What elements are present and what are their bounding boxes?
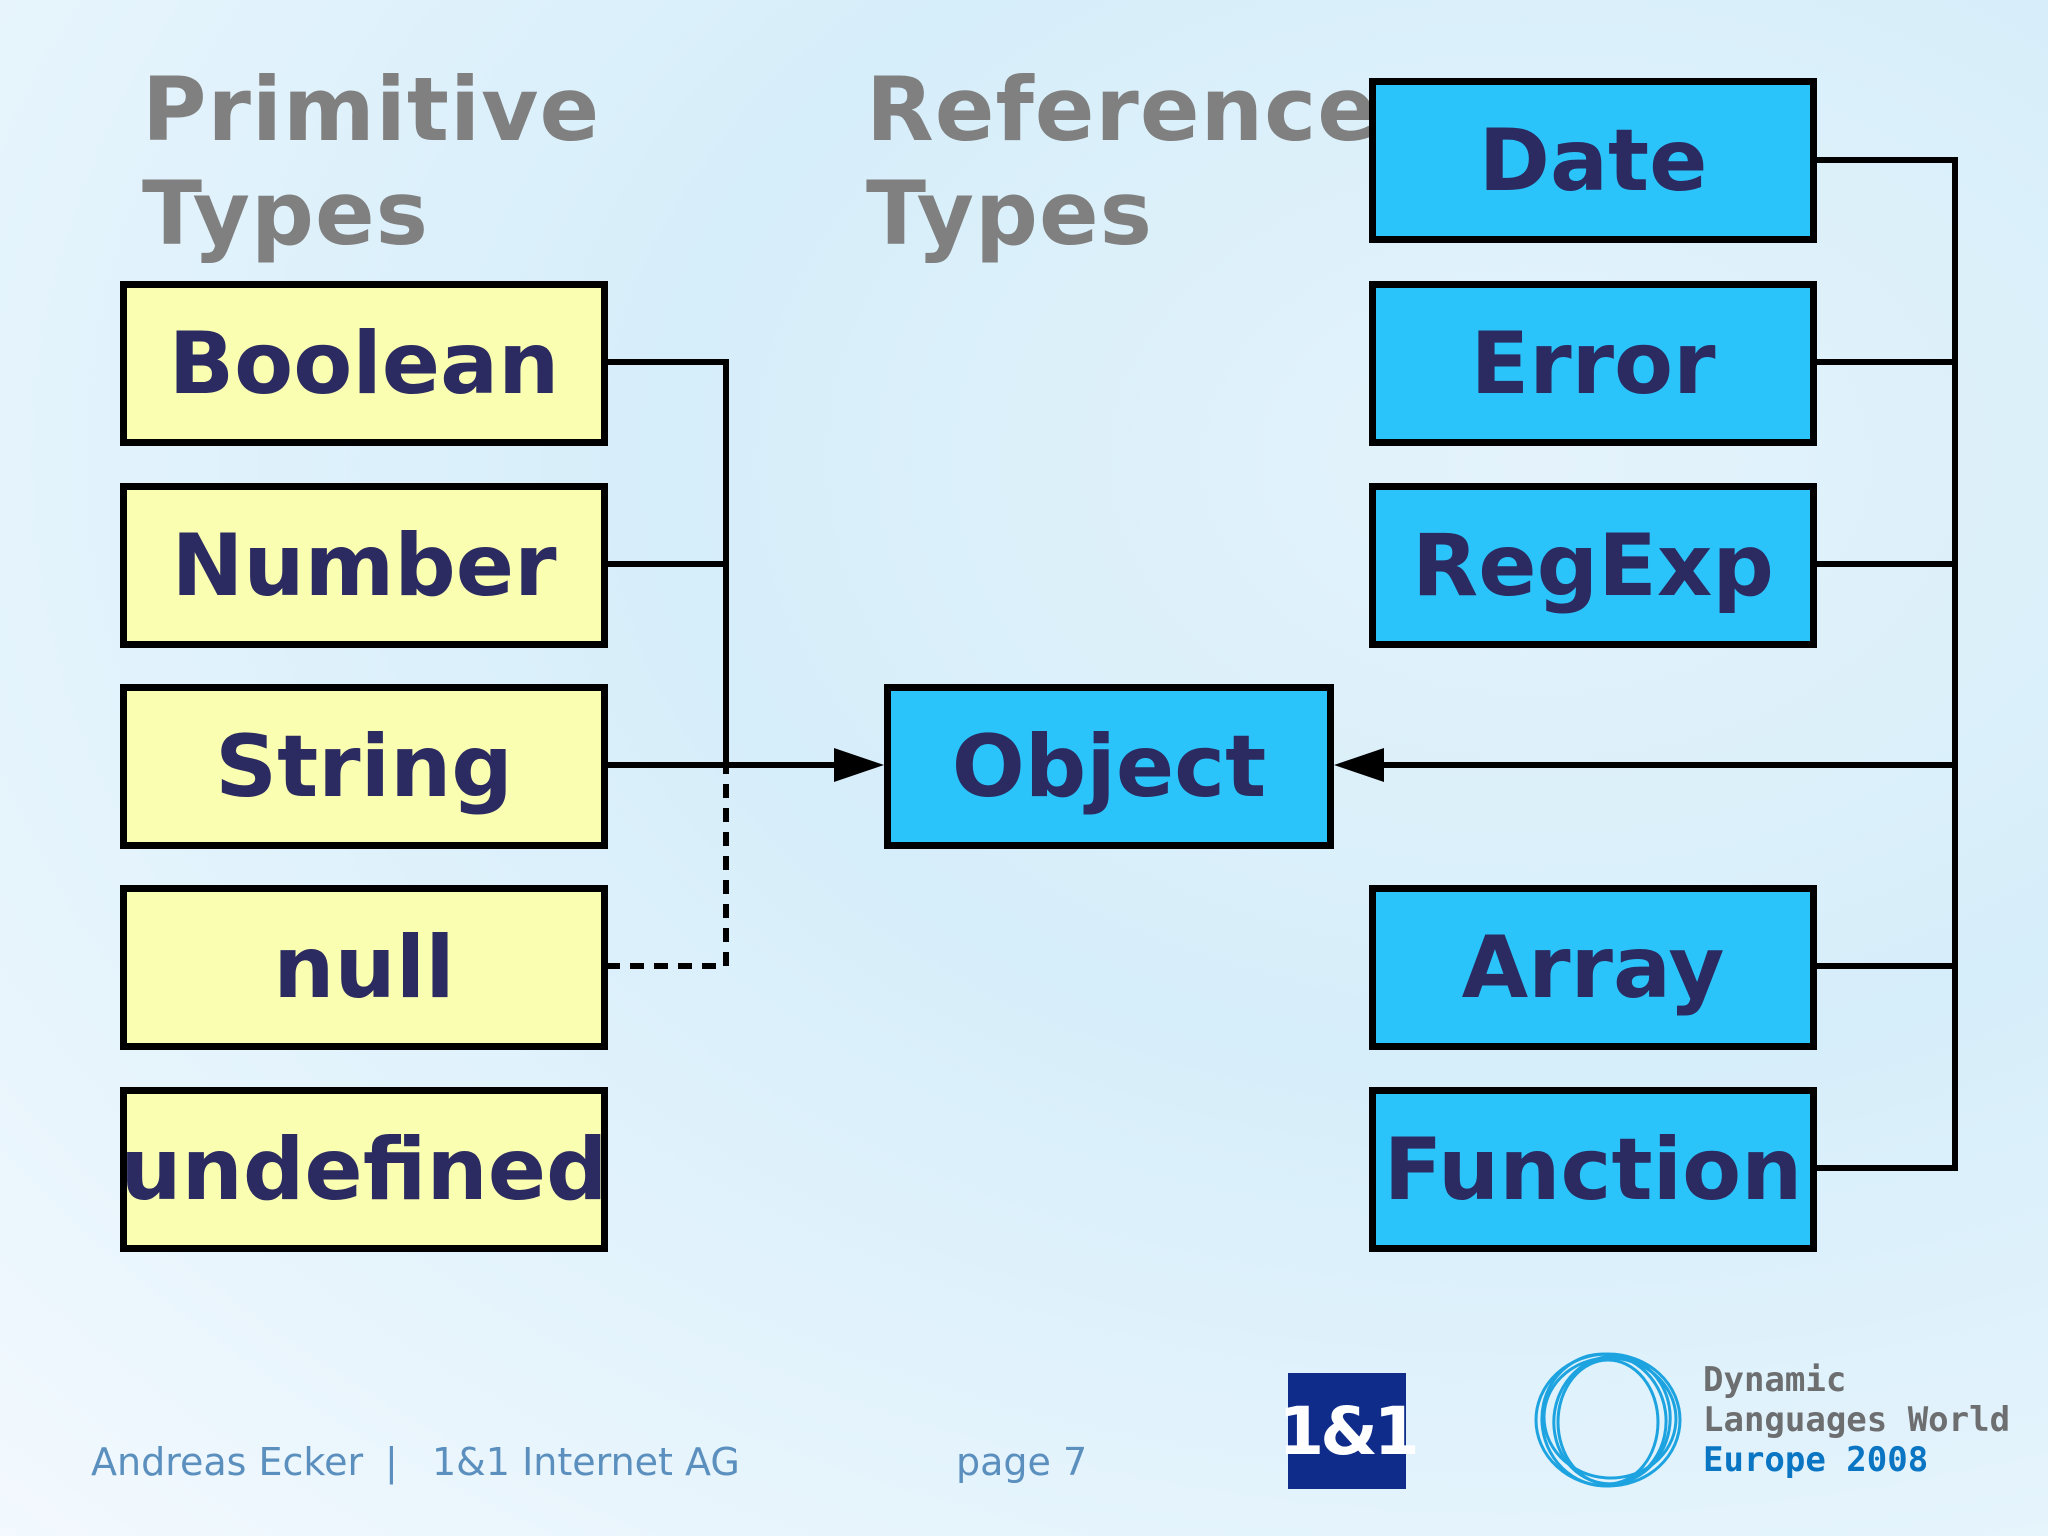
footer-author: Andreas Ecker	[91, 1440, 364, 1484]
reference-types-title: Reference Types	[866, 58, 1378, 266]
footer-company: 1&1 Internet AG	[432, 1440, 740, 1484]
event-logo-text: Dynamic Languages World Europe 2008	[1703, 1360, 2010, 1480]
primitive-types-title: Primitive Types	[142, 58, 600, 266]
footer-page: page 7	[956, 1440, 1088, 1484]
title-line: Primitive	[142, 58, 601, 161]
box-error: Error	[1369, 281, 1817, 446]
box-undefined: undefined	[120, 1087, 608, 1252]
box-null: null	[120, 885, 608, 1050]
box-number: Number	[120, 483, 608, 648]
box-object: Object	[884, 684, 1334, 849]
box-regexp: RegExp	[1369, 483, 1817, 648]
event-logo-rings-icon	[1534, 1352, 1682, 1488]
company-logo: 1&1	[1278, 1373, 1420, 1489]
box-array: Array	[1369, 885, 1817, 1050]
box-date: Date	[1369, 78, 1817, 243]
event-line: Dynamic	[1703, 1360, 1847, 1400]
box-string: String	[120, 684, 608, 849]
event-line: Languages World	[1703, 1400, 2011, 1440]
event-line: Europe 2008	[1703, 1440, 1929, 1480]
title-line: Types	[866, 162, 1154, 265]
connector-right-bus	[1815, 157, 1958, 1171]
arrowhead-right	[1334, 748, 1384, 782]
title-line: Reference	[866, 58, 1378, 161]
connector-null-dashed	[606, 765, 729, 969]
box-function: Function	[1369, 1087, 1817, 1252]
connector-boolean	[606, 359, 729, 765]
title-line: Types	[142, 162, 430, 265]
arrowhead-left	[834, 748, 884, 782]
footer-separator: |	[385, 1440, 398, 1484]
box-boolean: Boolean	[120, 281, 608, 446]
